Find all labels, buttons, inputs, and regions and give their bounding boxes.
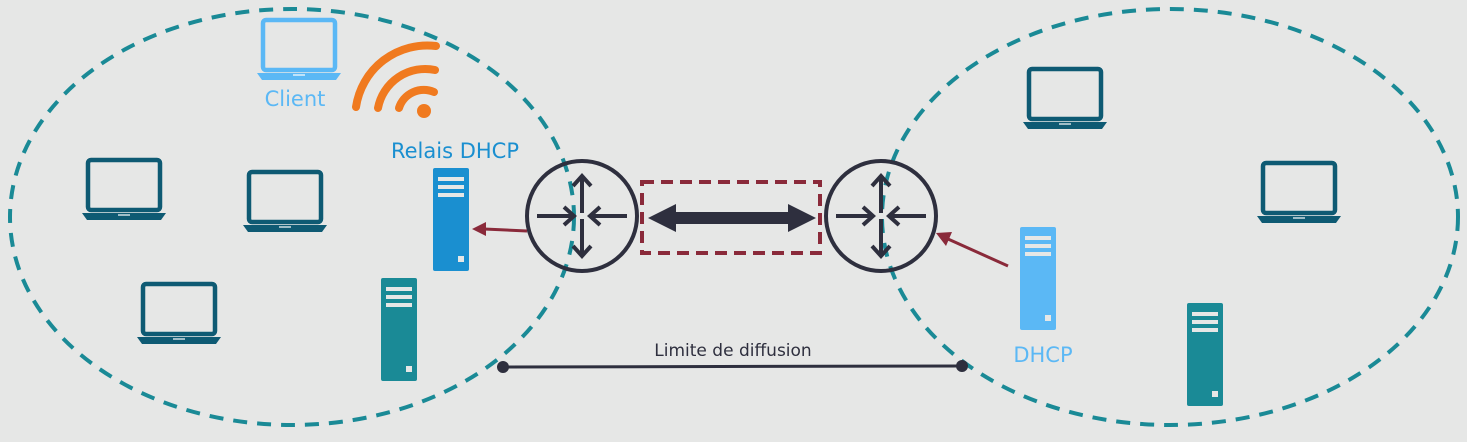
laptop-icon [1023, 69, 1107, 129]
router-left-icon [525, 159, 639, 273]
router-to-relay-arrow [472, 222, 528, 236]
laptop-icon [137, 284, 221, 344]
relay-dhcp-label: Relais DHCP [391, 139, 519, 163]
wifi-dot [417, 104, 431, 118]
broadcast-limit-line [497, 360, 968, 373]
laptop-icon [243, 172, 327, 232]
client-laptop-icon [257, 20, 341, 80]
dhcp-label: DHCP [1013, 343, 1072, 367]
router-right-icon [824, 159, 938, 273]
dhcp-to-router-arrow [936, 232, 1009, 268]
laptop-icon [82, 160, 166, 220]
inter-router-link-box [640, 180, 822, 255]
wifi-icon [352, 41, 440, 112]
broadcast-limit-label: Limite de diffusion [654, 341, 811, 361]
right-network-boundary [880, 7, 1460, 427]
relay-server-icon [433, 168, 469, 271]
dhcp-server-icon [1020, 227, 1056, 330]
client-label: Client [265, 87, 326, 111]
laptop-icon [1257, 163, 1341, 223]
server-icon [1187, 303, 1223, 406]
bidirectional-link-arrow [648, 204, 816, 232]
server-icon [381, 278, 417, 381]
